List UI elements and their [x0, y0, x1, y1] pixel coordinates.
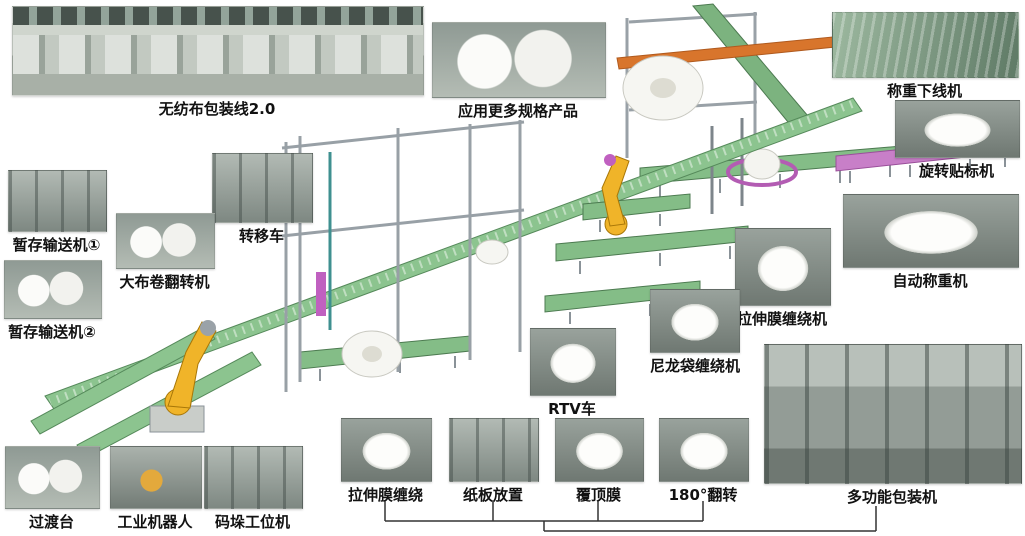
label-top-film-step: 覆顶膜 — [575, 486, 621, 504]
label-palletizing-station: 码垛工位机 — [214, 513, 290, 531]
callout-palletizing-station: 码垛工位机 — [204, 446, 303, 531]
callout-roll-flipper: 大布卷翻转机 — [116, 213, 215, 291]
label-multifunction-packer: 多功能包装机 — [846, 488, 937, 506]
photo-rotary-labeler — [895, 100, 1020, 158]
callout-industrial-robot: 工业机器人 — [110, 446, 202, 531]
label-stretch-wrapper: 拉伸膜缠绕机 — [736, 310, 827, 328]
callout-rtv-cart: RTV车 — [530, 328, 616, 418]
photo-buffer-conveyor-2 — [4, 260, 102, 319]
callout-flip-180-step: 180°翻转 — [659, 418, 749, 504]
photo-cardboard-step — [449, 418, 539, 482]
photo-top-film-step — [555, 418, 644, 482]
robot-arm-upper — [601, 154, 630, 236]
photo-roll-flipper — [116, 213, 215, 269]
photo-industrial-robot — [110, 446, 202, 509]
gantry-accent — [316, 272, 326, 316]
callout-weigh-offline: 称重下线机 — [832, 12, 1019, 100]
label-more-products: 应用更多规格产品 — [457, 102, 578, 120]
photo-transfer-cart — [212, 153, 313, 223]
photo-nylon-bag-wrapper — [650, 289, 740, 353]
label-flip-180-step: 180°翻转 — [668, 486, 738, 504]
fabric-roll-large — [622, 55, 704, 121]
photo-transition-table — [5, 446, 100, 509]
label-transfer-cart: 转移车 — [238, 227, 284, 245]
center-gantry-frame — [281, 120, 525, 392]
product-rolls — [341, 239, 509, 378]
label-nonwoven-line: 无纺布包装线2.0 — [158, 100, 276, 118]
photo-flip-180-step — [659, 418, 749, 482]
photo-multifunction-packer — [764, 344, 1022, 484]
photo-stretch-wrap-step — [341, 418, 432, 482]
photo-palletizing-station — [204, 446, 303, 509]
label-roll-flipper: 大布卷翻转机 — [119, 273, 210, 291]
label-nylon-bag-wrapper: 尼龙袋缠绕机 — [650, 357, 741, 375]
photo-rtv-cart — [530, 328, 616, 396]
label-stretch-wrap-step: 拉伸膜缠绕 — [347, 486, 423, 504]
label-cardboard-step: 纸板放置 — [462, 486, 523, 504]
photo-auto-weigher — [843, 194, 1019, 268]
callout-buffer-conveyor-1: 暂存输送机① — [8, 170, 107, 254]
robot-arm-lower — [149, 320, 217, 433]
label-rtv-cart: RTV车 — [548, 400, 596, 418]
film-wrapper-machine — [710, 118, 798, 214]
callout-nylon-bag-wrapper: 尼龙袋缠绕机 — [650, 289, 741, 375]
callout-rotary-labeler: 旋转贴标机 — [895, 100, 1020, 180]
callout-nonwoven-line: 无纺布包装线2.0 — [12, 6, 424, 118]
callout-stretch-wrapper: 拉伸膜缠绕机 — [735, 228, 831, 328]
callout-more-products: 应用更多规格产品 — [432, 22, 606, 120]
photo-weigh-offline — [832, 12, 1019, 78]
callout-auto-weigher: 自动称重机 — [843, 194, 1019, 290]
callout-multifunction-packer: 多功能包装机 — [764, 344, 1022, 506]
label-weigh-offline: 称重下线机 — [886, 82, 962, 100]
callout-top-film-step: 覆顶膜 — [555, 418, 644, 504]
label-auto-weigher: 自动称重机 — [892, 272, 968, 290]
label-rotary-labeler: 旋转贴标机 — [918, 162, 994, 180]
photo-nonwoven-line — [12, 6, 424, 96]
label-transition-table: 过渡台 — [28, 513, 74, 531]
callout-cardboard-step: 纸板放置 — [449, 418, 539, 504]
callout-transfer-cart: 转移车 — [212, 153, 313, 245]
photo-more-products — [432, 22, 606, 98]
photo-stretch-wrapper — [735, 228, 831, 306]
callout-buffer-conveyor-2: 暂存输送机② — [4, 260, 102, 341]
label-industrial-robot: 工业机器人 — [117, 513, 193, 531]
photo-buffer-conveyor-1 — [8, 170, 107, 232]
label-buffer-conveyor-2: 暂存输送机② — [8, 323, 96, 341]
callout-transition-table: 过渡台 — [5, 446, 100, 531]
callout-stretch-wrap-step: 拉伸膜缠绕 — [341, 418, 432, 504]
label-buffer-conveyor-1: 暂存输送机① — [12, 236, 101, 254]
